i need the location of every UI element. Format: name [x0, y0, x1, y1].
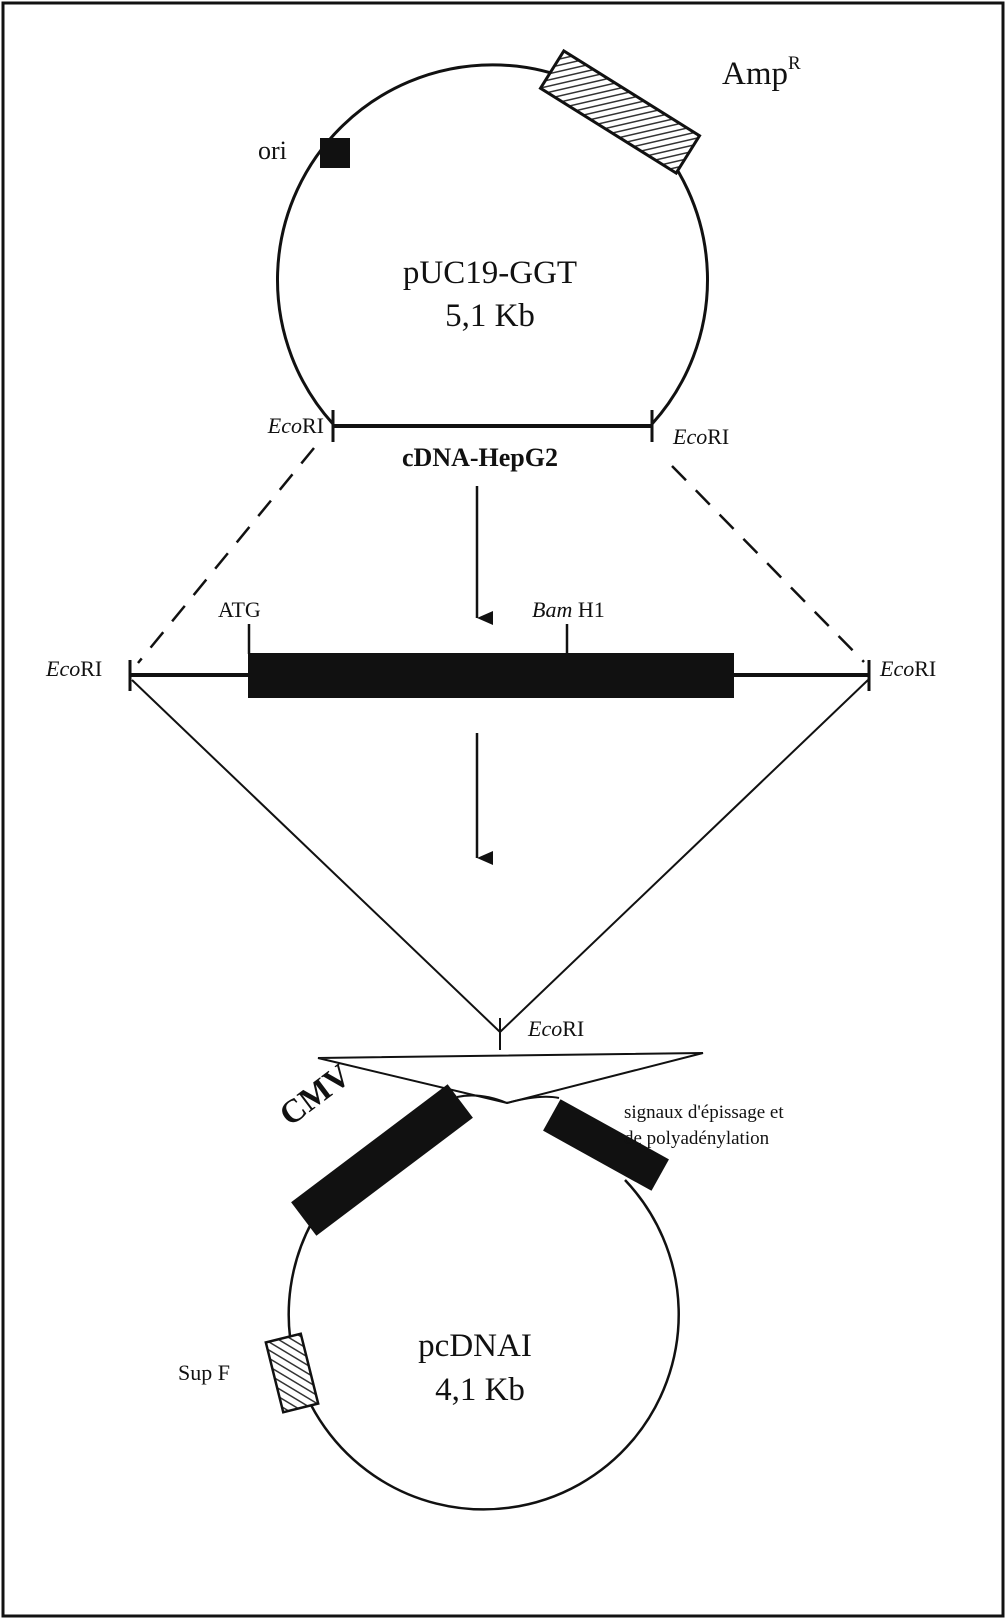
plasmid-bottom: EcoRI CMV signaux d'épissage et de polya… — [178, 1016, 784, 1511]
supf-gene — [264, 1332, 320, 1414]
bamh1-label: Bam H1 — [532, 597, 605, 622]
amp-superscript: R — [788, 53, 801, 74]
linear-insert: ATG Bam H1 EcoRI EcoRI — [45, 597, 936, 698]
crossing-to-signal — [506, 1095, 560, 1104]
plasmid-top-backbone — [276, 63, 709, 426]
supf-label: Sup F — [178, 1360, 230, 1385]
ori-box — [320, 138, 350, 168]
opened-site-crossing — [317, 1052, 704, 1105]
plasmid-bottom-size: 4,1 Kb — [435, 1372, 525, 1408]
dashed-line-left — [137, 447, 315, 664]
plasmid-top-name: pUC19-GGT — [403, 255, 577, 291]
splice-polya-block — [543, 1099, 669, 1191]
cmv-promoter-block — [291, 1084, 473, 1236]
ori-label: ori — [258, 136, 287, 165]
ecori-label-bottom: EcoRI — [527, 1016, 584, 1041]
amp-label: AmpR — [722, 53, 801, 92]
plasmid-top-size: 5,1 Kb — [445, 298, 535, 334]
coding-sequence-box — [248, 653, 734, 698]
plasmid-top: ori AmpR pUC19-GGT 5,1 Kb EcoRI EcoRI cD… — [258, 48, 801, 472]
converge-line-right — [499, 679, 869, 1033]
cmv-label: CMV — [273, 1057, 358, 1133]
signal-label-line2: de polyadénylation — [624, 1128, 770, 1149]
ecori-label-insert-right: EcoRI — [879, 656, 936, 681]
dashed-line-right — [671, 465, 865, 663]
signal-label-line1: signaux d'épissage et — [624, 1102, 784, 1123]
ecori-label-top-right: EcoRI — [672, 424, 729, 449]
atg-label: ATG — [218, 597, 261, 622]
plasmid-bottom-name: pcDNAI — [418, 1328, 532, 1364]
amp-resistance-gene — [538, 48, 702, 176]
ecori-label-insert-left: EcoRI — [45, 656, 102, 681]
insert-label: cDNA-HepG2 — [402, 443, 558, 472]
ecori-label-top-left: EcoRI — [267, 413, 324, 438]
converge-line-left — [131, 679, 501, 1033]
crossing-to-cmv — [456, 1094, 508, 1104]
